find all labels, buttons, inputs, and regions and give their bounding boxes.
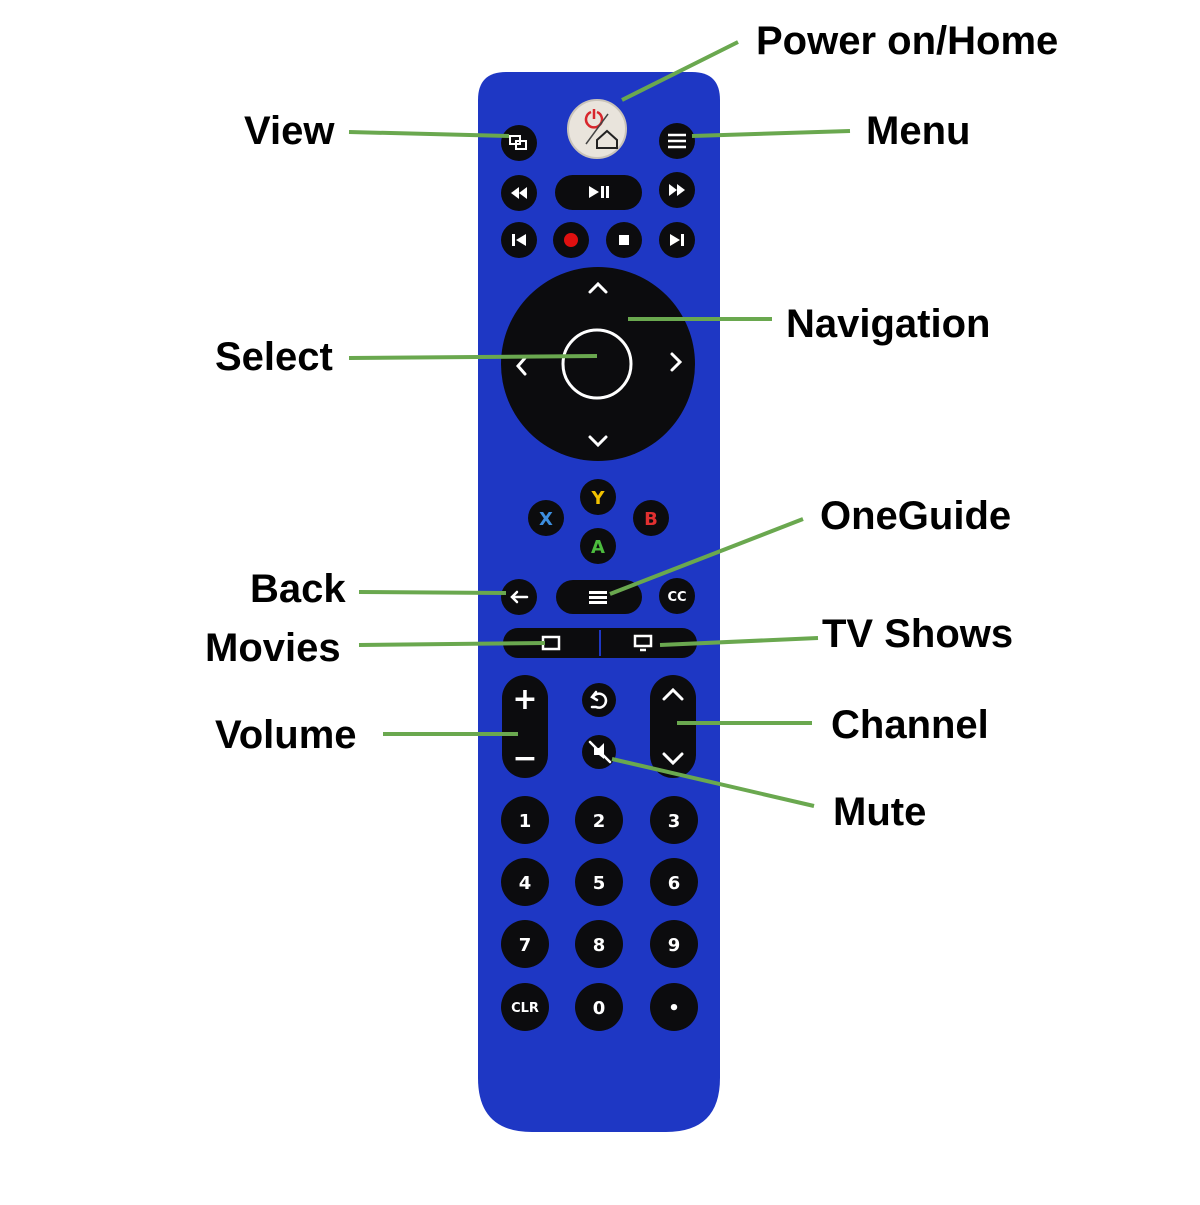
- channel-label: Channel: [831, 703, 989, 747]
- chevron-left-icon: [516, 356, 527, 376]
- tv-shows-icon: [633, 634, 653, 652]
- leader-mute: [611, 757, 815, 808]
- keypad-button-label: 9: [668, 935, 681, 956]
- channel-rocker[interactable]: [650, 675, 696, 778]
- movies-label: Movies: [205, 626, 341, 670]
- cc-button[interactable]: CC: [659, 578, 695, 614]
- rewind-icon: [511, 187, 527, 199]
- keypad-button-label: 8: [593, 935, 606, 956]
- leader-back: [358, 590, 507, 595]
- fast-forward-icon: [669, 184, 685, 196]
- b-button-label: B: [644, 509, 658, 530]
- keypad-button-9[interactable]: 9: [650, 920, 698, 968]
- y-button-label: Y: [590, 488, 605, 509]
- power-home-icon: [584, 109, 618, 149]
- chevron-up-icon: [662, 687, 684, 701]
- view-icon: [509, 135, 527, 150]
- skip-forward-icon: [670, 234, 684, 246]
- view-label: View: [244, 109, 335, 153]
- chevron-right-icon: [670, 352, 683, 372]
- b-button[interactable]: B: [633, 500, 669, 536]
- a-button[interactable]: A: [580, 528, 616, 564]
- keypad-button-7[interactable]: 7: [501, 920, 549, 968]
- play-pause-button[interactable]: [555, 175, 642, 210]
- rewind-button[interactable]: [501, 175, 537, 211]
- menu-icon: [668, 133, 686, 149]
- skip-back-button[interactable]: [501, 222, 537, 258]
- last-channel-icon: [590, 690, 608, 709]
- power-home-label: Power on/Home: [756, 19, 1059, 63]
- skip-back-icon: [512, 234, 526, 246]
- volume-label: Volume: [215, 713, 357, 757]
- keypad-button-dot[interactable]: •: [650, 983, 698, 1031]
- tv-shows-button[interactable]: [601, 628, 697, 658]
- stop-icon: [619, 235, 629, 245]
- keypad-button-label: 2: [593, 811, 606, 832]
- oneguide-label: OneGuide: [820, 494, 1012, 538]
- chevron-down-icon: [588, 435, 608, 448]
- x-button-label: X: [539, 509, 553, 530]
- volume-down-label: −: [512, 741, 537, 776]
- skip-forward-button[interactable]: [659, 222, 695, 258]
- keypad-button-label: 1: [519, 811, 532, 832]
- volume-rocker[interactable]: + −: [502, 675, 548, 778]
- leader-oneguide: [609, 517, 804, 596]
- record-button[interactable]: [553, 222, 589, 258]
- a-button-label: A: [591, 537, 605, 558]
- mute-label: Mute: [833, 790, 927, 834]
- cc-button-label: CC: [667, 590, 686, 605]
- keypad-button-1[interactable]: 1: [501, 796, 549, 844]
- stop-button[interactable]: [606, 222, 642, 258]
- leader-menu: [691, 129, 851, 138]
- keypad-button-0[interactable]: 0: [575, 983, 623, 1031]
- keypad-button-label: •: [668, 998, 680, 1019]
- keypad-button-label: CLR: [511, 1001, 539, 1016]
- back-arrow-icon: [510, 590, 529, 604]
- power-home-button[interactable]: [567, 99, 627, 159]
- keypad-button-label: 0: [593, 998, 606, 1019]
- select-label: Select: [215, 335, 333, 379]
- select-button[interactable]: [561, 328, 633, 400]
- leader-tvshows: [659, 636, 819, 647]
- keypad-button-5[interactable]: 5: [575, 858, 623, 906]
- leader-select: [348, 354, 598, 360]
- keypad-button-clr[interactable]: CLR: [501, 983, 549, 1031]
- keypad-button-label: 5: [593, 873, 606, 894]
- back-label: Back: [250, 567, 346, 611]
- view-button[interactable]: [501, 125, 537, 161]
- y-button[interactable]: Y: [580, 479, 616, 515]
- keypad-button-label: 7: [519, 935, 532, 956]
- menu-label: Menu: [866, 109, 971, 153]
- tv-shows-label: TV Shows: [822, 612, 1014, 656]
- leader-power-home: [621, 40, 739, 102]
- keypad-button-label: 4: [519, 873, 532, 894]
- chevron-down-icon: [662, 752, 684, 766]
- keypad-button-6[interactable]: 6: [650, 858, 698, 906]
- keypad-button-2[interactable]: 2: [575, 796, 623, 844]
- x-button[interactable]: X: [528, 500, 564, 536]
- menu-button[interactable]: [659, 123, 695, 159]
- keypad-button-8[interactable]: 8: [575, 920, 623, 968]
- fast-forward-button[interactable]: [659, 172, 695, 208]
- mute-button[interactable]: [582, 735, 616, 769]
- leader-view: [348, 130, 510, 138]
- leader-movies: [358, 641, 546, 647]
- leader-lines: [348, 40, 851, 808]
- back-button[interactable]: [501, 579, 537, 615]
- oneguide-icon: [589, 591, 607, 604]
- record-icon: [564, 233, 578, 247]
- last-channel-button[interactable]: [582, 683, 616, 717]
- keypad-button-3[interactable]: 3: [650, 796, 698, 844]
- chevron-up-icon: [588, 281, 608, 294]
- keypad-button-label: 3: [668, 811, 681, 832]
- navigation-label: Navigation: [786, 302, 991, 346]
- mute-icon: [588, 740, 612, 764]
- keypad-button-4[interactable]: 4: [501, 858, 549, 906]
- play-pause-icon: [589, 186, 609, 198]
- volume-up-label: +: [512, 682, 537, 717]
- keypad-button-label: 6: [668, 873, 681, 894]
